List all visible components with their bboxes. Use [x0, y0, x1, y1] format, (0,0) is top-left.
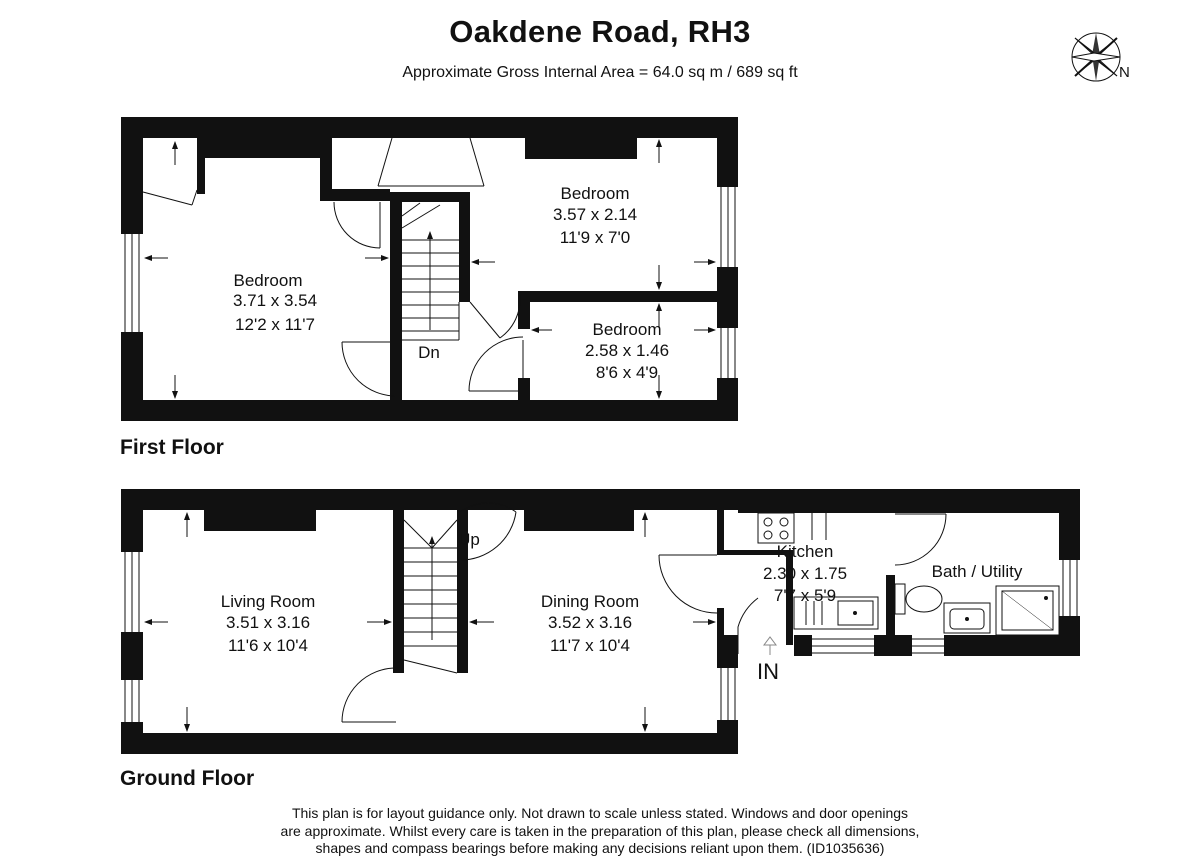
room-metric: 3.52 x 3.16	[548, 613, 632, 632]
stairs-up-label: Up	[458, 530, 480, 549]
disclaimer: This plan is for layout guidance only. N…	[200, 805, 1000, 858]
first-floor-bedroom-2-label: Bedroom 3.57 x 2.14 11'9 x 7'0	[553, 184, 637, 247]
disclaimer-line-2: are approximate. Whilst every care is ta…	[280, 822, 920, 839]
room-imperial: 11'7 x 10'4	[550, 636, 630, 655]
room-imperial: 11'6 x 10'4	[228, 636, 308, 655]
room-metric: 3.51 x 3.16	[226, 613, 310, 632]
living-room-label: Living Room 3.51 x 3.16 11'6 x 10'4	[221, 592, 316, 655]
room-imperial: 12'2 x 11'7	[235, 315, 315, 334]
room-metric: 3.71 x 3.54	[233, 291, 317, 310]
room-metric: 2.58 x 1.46	[585, 341, 669, 360]
room-name: Kitchen	[777, 542, 834, 561]
compass-rose-icon	[1071, 32, 1121, 82]
room-name: Living Room	[221, 592, 316, 611]
room-metric: 2.30 x 1.75	[763, 564, 847, 583]
room-name: Bedroom	[593, 320, 662, 339]
room-imperial: 11'9 x 7'0	[560, 228, 630, 247]
room-imperial: 8'6 x 4'9	[596, 363, 658, 382]
room-name: Bedroom	[561, 184, 630, 203]
dining-room-label: Dining Room 3.52 x 3.16 11'7 x 10'4	[541, 592, 639, 655]
first-floor-label: First Floor	[120, 436, 224, 459]
room-name: Dining Room	[541, 592, 639, 611]
first-floor-bedroom-1-label: Bedroom 3.71 x 3.54 12'2 x 11'7	[233, 271, 317, 334]
kitchen-label: Kitchen 2.30 x 1.75 7'7 x 5'9	[763, 542, 847, 605]
disclaimer-line-1: This plan is for layout guidance only. N…	[291, 805, 909, 821]
stairs-down-label: Dn	[418, 343, 440, 362]
disclaimer-line-3: shapes and compass bearings before makin…	[315, 840, 885, 856]
first-floor-bedroom-3-label: Bedroom 2.58 x 1.46 8'6 x 4'9	[585, 320, 669, 382]
room-imperial: 7'7 x 5'9	[774, 586, 836, 605]
room-name: Bedroom	[234, 271, 303, 290]
entrance-label: IN	[757, 659, 779, 684]
gross-area-subtitle: Approximate Gross Internal Area = 64.0 s…	[402, 64, 798, 81]
ground-floor-label: Ground Floor	[120, 767, 255, 790]
plan-title: Oakdene Road, RH3	[449, 14, 751, 49]
bath-utility-label: Bath / Utility	[932, 562, 1023, 581]
compass-north-label: N	[1119, 64, 1130, 81]
ground-floor-plan	[121, 489, 1080, 754]
room-metric: 3.57 x 2.14	[553, 205, 637, 224]
first-floor-plan	[121, 117, 738, 421]
